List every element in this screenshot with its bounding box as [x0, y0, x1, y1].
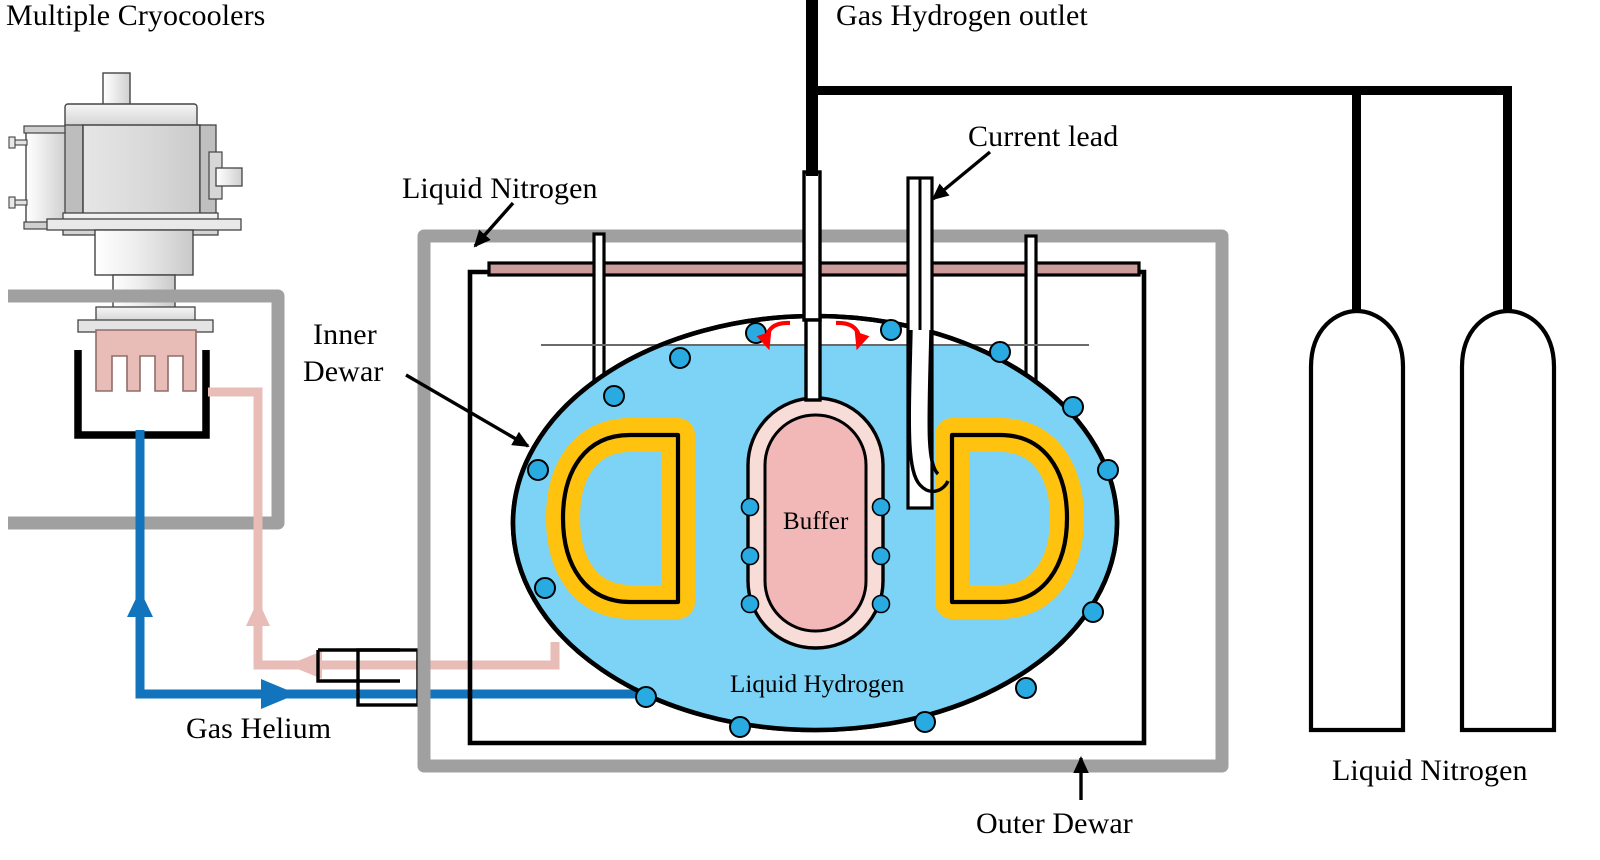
- label-multiple-cryocoolers: Multiple Cryocoolers: [6, 0, 266, 32]
- label-inner-dewar-line2: Dewar: [303, 355, 384, 388]
- label-inner-dewar-line1: Inner: [313, 318, 377, 351]
- label-gas-helium: Gas Helium: [186, 712, 332, 745]
- leader-current-lead: [931, 150, 992, 201]
- label-liquid-hydrogen: Liquid Hydrogen: [730, 671, 905, 698]
- nitrogen-feed-lines: [1352, 86, 1512, 317]
- label-buffer: Buffer: [783, 508, 849, 535]
- leader-arrows: [405, 150, 1089, 800]
- leader-inner-dewar: [405, 373, 530, 448]
- label-outer-dewar: Outer Dewar: [976, 807, 1133, 840]
- gas-hydrogen-outlet-pipe: [802, 0, 1512, 402]
- bubbles-on-buffer: [740, 497, 891, 614]
- cryocooler-unit: [8, 72, 243, 333]
- label-liquid-nitrogen-top: Liquid Nitrogen: [402, 172, 598, 205]
- buffer-vessel: [746, 396, 885, 650]
- heat-exchanger-block: [74, 329, 210, 439]
- outer-dewar: [417, 229, 1229, 773]
- coil-right: [935, 418, 1084, 619]
- coil-left: [546, 418, 695, 619]
- label-gas-hydrogen-outlet: Gas Hydrogen outlet: [836, 0, 1088, 32]
- nitrogen-tank-left: [1308, 308, 1406, 733]
- helium-cold-supply-line: [127, 430, 700, 709]
- label-current-lead: Current lead: [968, 120, 1119, 153]
- nitrogen-tank-right: [1459, 308, 1557, 733]
- helium-warm-return-line: [208, 387, 560, 679]
- leader-liquid-nitrogen: [473, 201, 515, 248]
- label-liquid-nitrogen-tanks: Liquid Nitrogen: [1332, 754, 1528, 787]
- current-lead: [906, 176, 950, 510]
- bubbles-on-vessel: [527, 319, 1119, 738]
- red-flow-arrows: [756, 320, 870, 351]
